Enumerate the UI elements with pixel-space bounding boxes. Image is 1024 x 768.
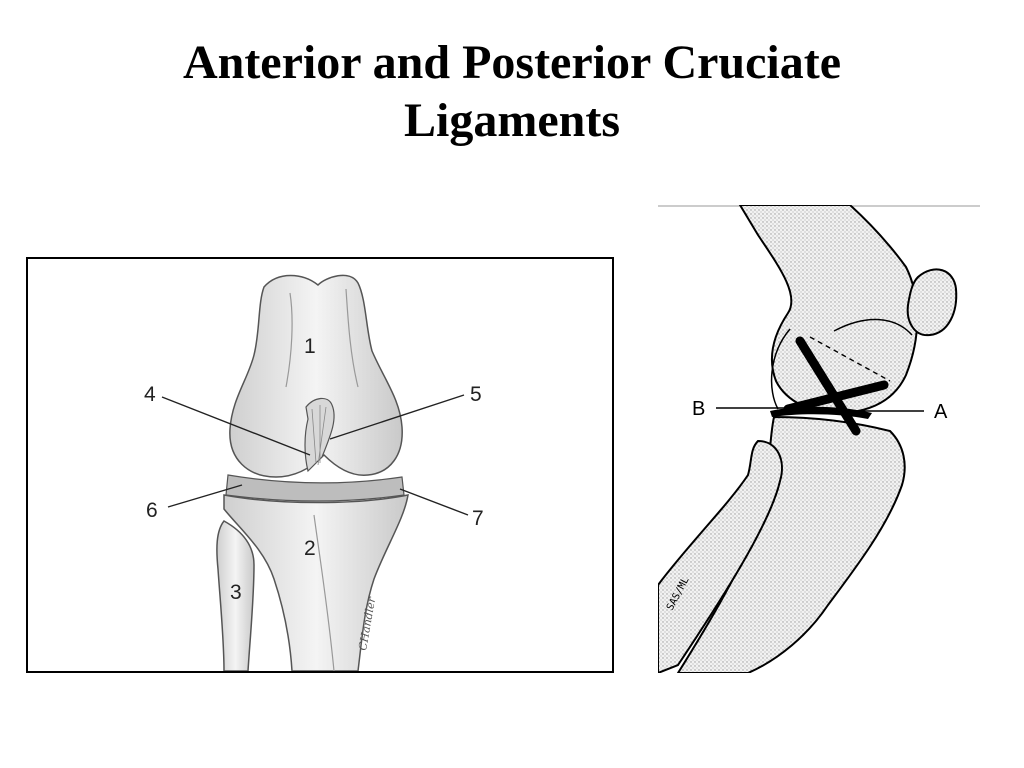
knee-anterior-drawing: 1 2 3 4 5 6 7 CHandler [144,274,484,671]
label-a: A [934,401,948,423]
title-line-2: Ligaments [404,94,620,147]
label-5: 5 [470,383,482,406]
label-6: 6 [146,499,158,522]
label-4: 4 [144,383,156,406]
fibula-lateral [658,439,783,673]
title-line-1: Anterior and Posterior Cruciate [182,36,842,89]
knee-lateral-drawing: B A SAS/ML [658,205,980,673]
label-1: 1 [304,335,316,358]
ligament-posterior [795,336,861,436]
knee-lateral-illustration: B A SAS/ML [658,205,980,673]
knee-anterior-illustration: 1 2 3 4 5 6 7 CHandler [26,257,614,673]
label-3: 3 [230,581,242,604]
patella [906,268,958,337]
label-b: B [692,398,705,420]
tibia [223,494,409,671]
meniscus [225,474,405,502]
fibula [216,520,255,671]
slide-title: Anterior and Posterior Cruciate Ligament… [0,34,1024,150]
femur [229,274,403,478]
label-7: 7 [472,507,484,530]
ligament-anterior [783,380,889,414]
label-2: 2 [304,537,316,560]
